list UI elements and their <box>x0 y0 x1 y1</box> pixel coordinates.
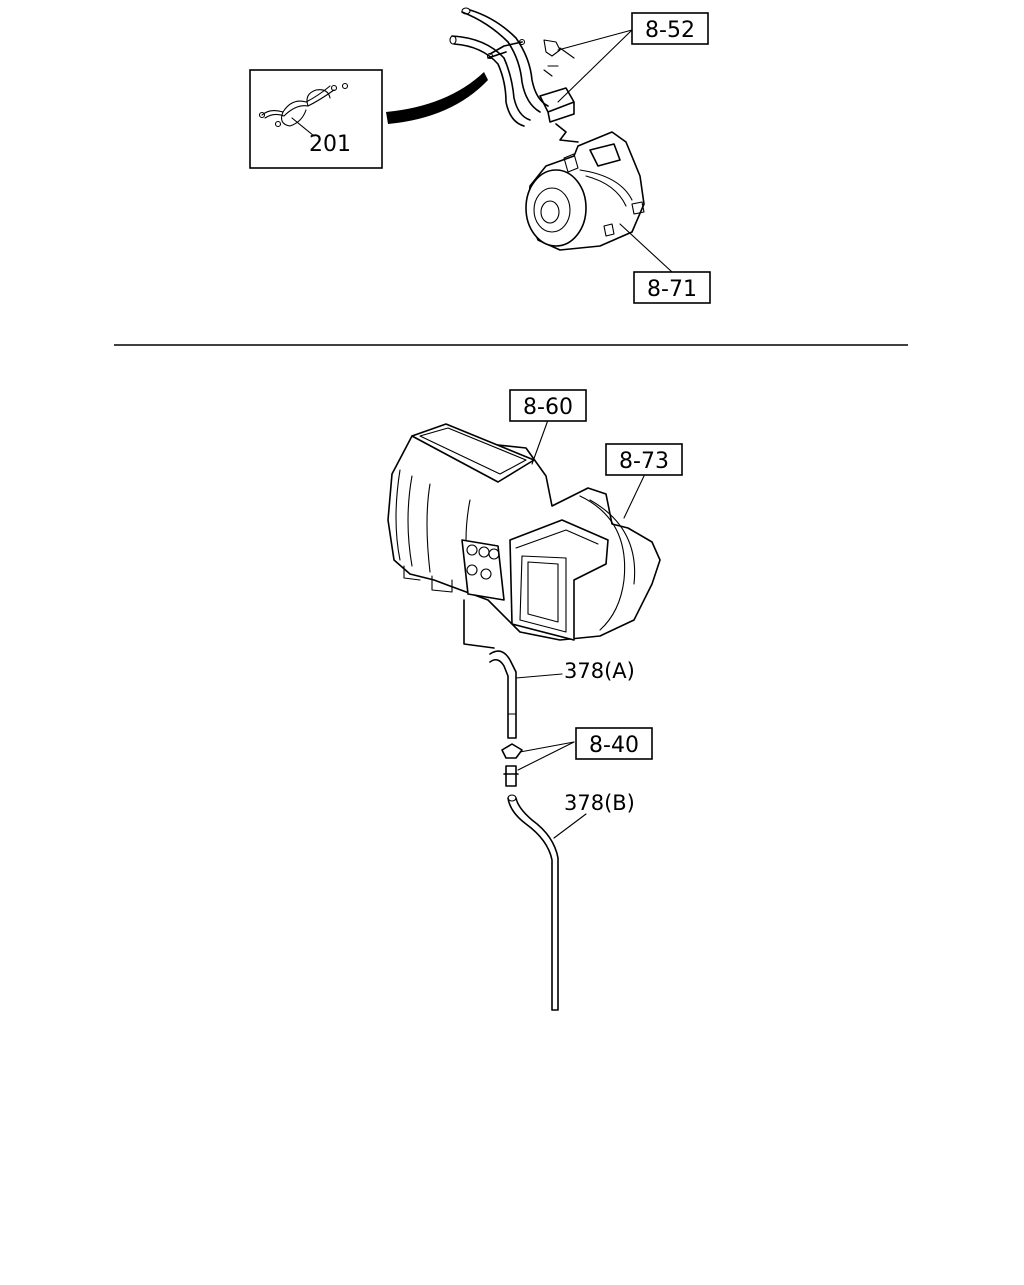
callout-8-52[interactable]: 8-52 <box>557 12 709 103</box>
callout-8-40[interactable]: 8-40 <box>501 727 653 787</box>
heater-unit <box>387 423 661 649</box>
callout-label: 8-71 <box>647 277 697 302</box>
callout-8-73[interactable]: 8-73 <box>605 443 683 519</box>
ac-compressor <box>525 131 645 251</box>
drain-hose-lower: 378(B) <box>507 791 635 1011</box>
callout-8-71[interactable]: 8-71 <box>619 223 711 304</box>
refrigerant-hoses <box>449 7 579 143</box>
drain-hose-upper: 378(A) <box>489 650 635 739</box>
callout-label: 8-52 <box>645 18 695 43</box>
magnify-arrow <box>386 72 488 124</box>
part-label-378b: 378(B) <box>564 791 635 815</box>
callout-label: 8-73 <box>619 449 669 474</box>
inset-clip-detail: 201 <box>249 69 383 169</box>
callout-label: 8-40 <box>589 733 639 758</box>
callout-8-60[interactable]: 8-60 <box>509 389 587 465</box>
callout-label: 8-60 <box>523 395 573 420</box>
inset-part-number: 201 <box>309 132 351 157</box>
part-label-378a: 378(A) <box>564 659 635 683</box>
